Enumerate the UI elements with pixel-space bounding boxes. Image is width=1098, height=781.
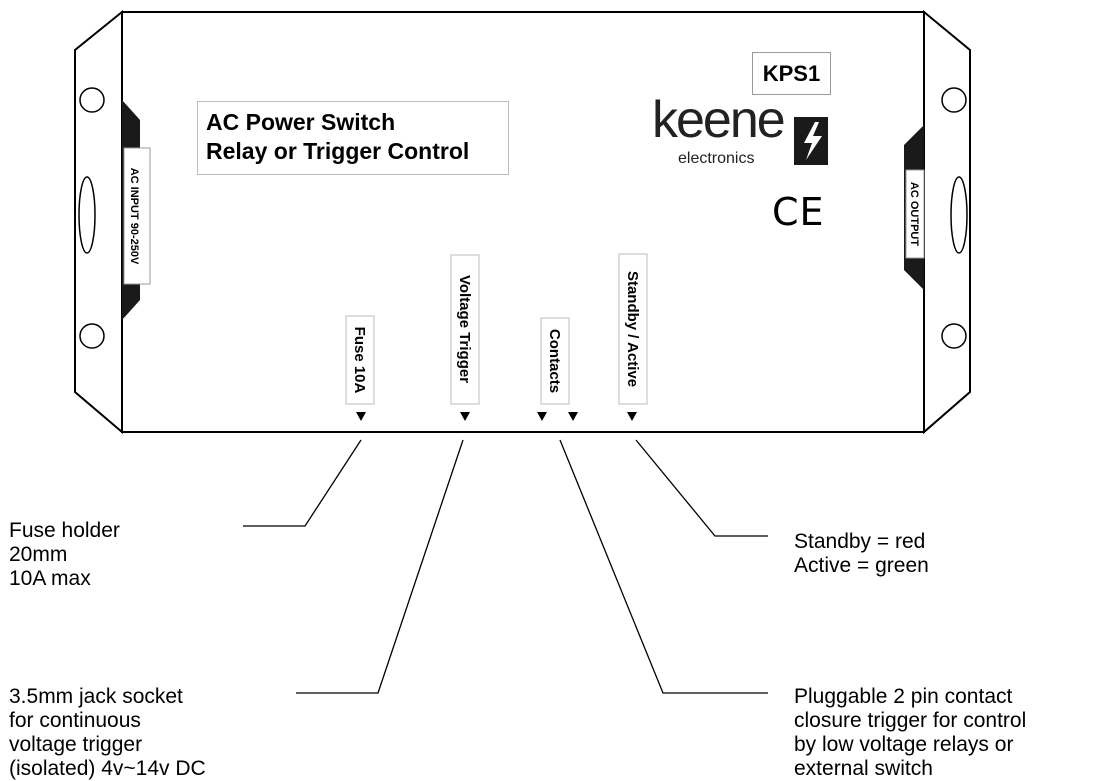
ac-output-label: AC OUTPUT — [908, 182, 920, 246]
contact-pin-marker — [568, 412, 578, 421]
contacts-leader-line — [559, 439, 768, 694]
mounting-hole — [941, 87, 967, 113]
mounting-slot — [78, 176, 96, 254]
mounting-hole — [79, 323, 105, 349]
port-label-box-voltage-trigger — [450, 254, 480, 405]
port-label-box-contacts — [540, 317, 570, 405]
port-label-contacts: Contacts — [546, 329, 563, 393]
ac-input-label: AC INPUT 90-250V — [128, 168, 140, 265]
ac-input-label-box — [123, 147, 151, 285]
contact-pin-marker — [537, 412, 547, 421]
jack-leader-line — [296, 439, 464, 694]
mounting-hole — [941, 323, 967, 349]
led-port-marker — [627, 412, 637, 421]
port-label-box-fuse — [345, 315, 375, 405]
fuse-leader-line — [243, 439, 362, 527]
ac-output-label-box — [905, 169, 925, 259]
fuse-port-marker — [356, 412, 366, 421]
voltage-trigger-port-marker — [460, 412, 470, 421]
mounting-slot — [950, 176, 968, 254]
port-label-standby-active: Standby / Active — [624, 271, 641, 387]
port-label-voltage-trigger: Voltage Trigger — [456, 275, 473, 383]
port-label-fuse: Fuse 10A — [351, 327, 368, 394]
led-leader-line — [635, 439, 768, 537]
lightning-icon — [804, 122, 822, 160]
enclosure-body — [121, 11, 925, 433]
port-label-box-standby — [618, 253, 648, 405]
mounting-hole — [79, 87, 105, 113]
